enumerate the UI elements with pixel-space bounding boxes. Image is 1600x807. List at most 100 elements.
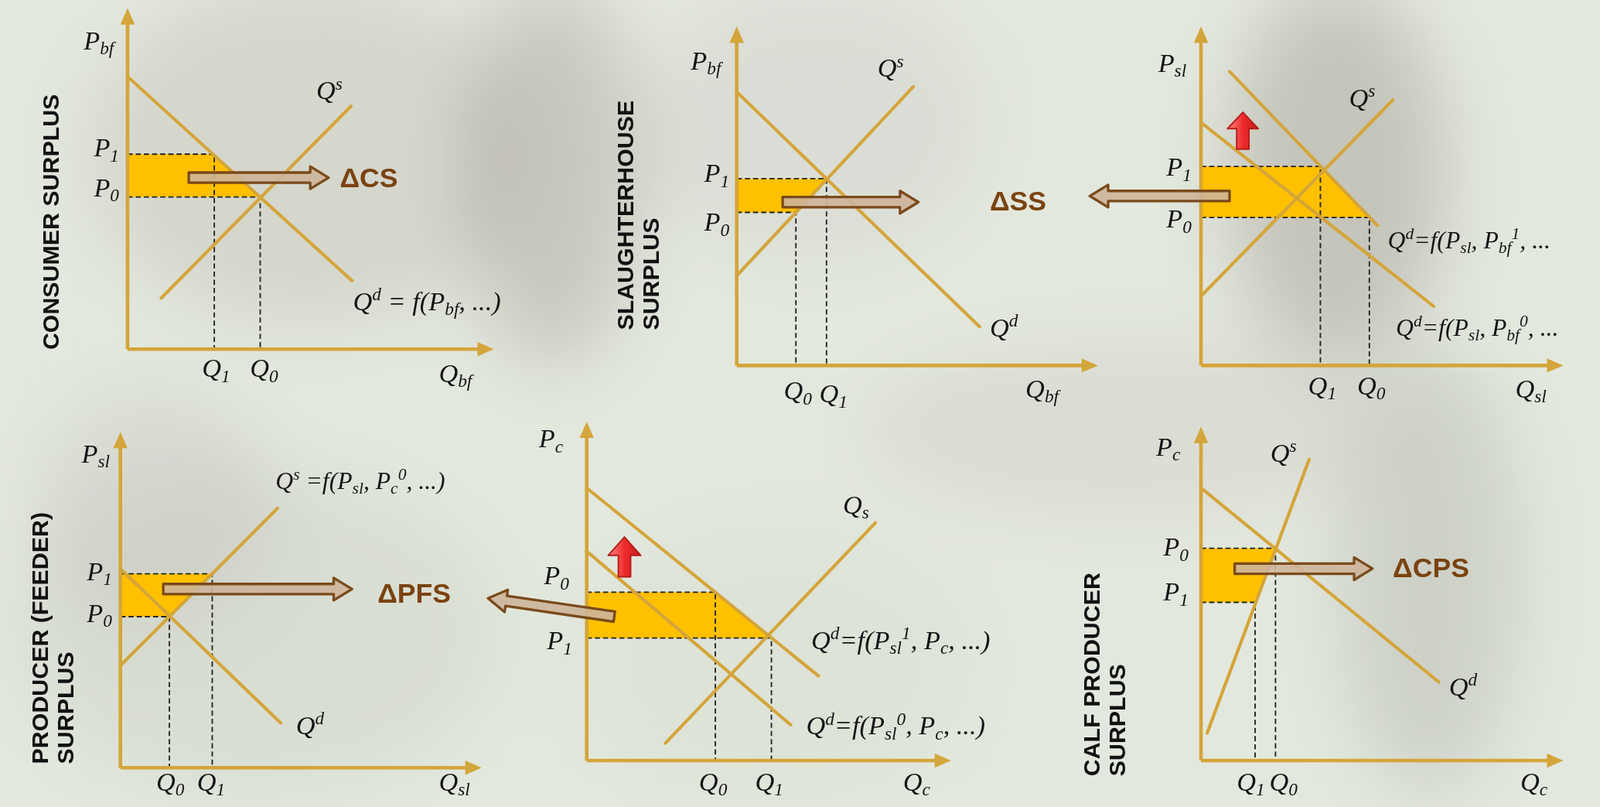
axis-label: Pc	[1156, 433, 1181, 464]
delta-text: ΔSS	[989, 186, 1047, 218]
axis-label: Q0	[1269, 768, 1297, 799]
label-part: =f(P	[839, 624, 890, 655]
label-part: 0	[269, 365, 279, 386]
change-arrow	[188, 166, 329, 189]
supply-demand-line	[127, 76, 352, 281]
axis-label: Qd	[989, 311, 1018, 342]
supply-demand-line	[586, 551, 792, 725]
label-part: bf	[706, 57, 721, 79]
label-part: Q	[1308, 370, 1328, 400]
label-part: Q	[156, 766, 176, 796]
axis-label: Q1	[1236, 768, 1265, 799]
label-part: P	[93, 172, 110, 202]
change-arrow	[486, 586, 616, 628]
label-part: 1	[102, 568, 113, 589]
label-part: 1	[1511, 223, 1521, 243]
label-part: Q	[842, 490, 863, 520]
label-part: Q	[438, 766, 458, 796]
label-part: sl	[352, 477, 364, 498]
label-part: P	[1158, 47, 1175, 78]
label-part: c	[1539, 778, 1548, 799]
label-part: Q	[1269, 766, 1289, 796]
axis-arrowhead	[1194, 426, 1208, 444]
label-part: 1	[1255, 778, 1266, 799]
label-part: 0	[1288, 778, 1298, 799]
label-part: 0	[1519, 311, 1529, 331]
axis-label: Qd=f(Psl, Pbf0, ...	[1395, 313, 1559, 344]
axis-label: P1	[86, 558, 113, 589]
change-arrow	[163, 577, 352, 601]
label-part: Q	[1357, 370, 1377, 400]
shift-arrow	[1227, 112, 1259, 150]
axis-label: Q0	[699, 768, 727, 799]
shift-arrow	[607, 536, 641, 577]
label-part: =f(P	[305, 467, 352, 494]
label-part: 1	[1179, 589, 1189, 610]
axis-label: Qc	[1520, 768, 1548, 799]
axis-label: Q1	[819, 380, 848, 411]
title-text: SLAUGHTERHOUSE SURPLUS	[611, 99, 665, 330]
label-part: Q	[819, 378, 840, 409]
axis-arrowhead	[1546, 753, 1563, 768]
label-part: c	[922, 778, 931, 799]
label-part: P	[81, 439, 99, 469]
label-part: bf	[1498, 237, 1512, 257]
label-part: Q	[1388, 226, 1406, 253]
delta-text: ΔCS	[339, 162, 398, 194]
label-part: P	[1166, 204, 1183, 234]
dashed-guide	[120, 153, 1370, 768]
label-part: s	[1289, 435, 1297, 456]
label-part: , ...	[1528, 313, 1560, 341]
label-part: 0	[109, 184, 120, 205]
label-part: P	[1156, 431, 1173, 461]
label-part: bf	[457, 370, 472, 391]
label-part: Q	[1270, 438, 1290, 468]
label-part: , P	[905, 710, 935, 741]
axis-label: Q1	[197, 768, 226, 799]
label-part: P	[86, 597, 103, 628]
label-part: Q	[249, 353, 270, 383]
label-part: sl	[1174, 60, 1188, 81]
label-part: d	[1467, 668, 1478, 690]
change-arrow	[1234, 556, 1373, 580]
axis	[736, 40, 1085, 366]
label-part: d	[830, 622, 840, 643]
label-part: 1	[719, 170, 730, 192]
axis-arrowhead	[1546, 358, 1563, 372]
axis-arrowhead	[120, 8, 135, 25]
label-part: bf	[99, 37, 114, 58]
label-part: 0	[559, 572, 570, 593]
axis-label: Pc	[539, 425, 563, 456]
axis-arrowhead	[579, 421, 594, 438]
label-part: = f(P	[388, 286, 446, 316]
axis-label: Pbf	[83, 27, 114, 58]
photo-blur	[30, 388, 277, 634]
label-part: =f(P	[1422, 313, 1469, 341]
axis-label: Qd=f(Psl1, Pc, ...)	[811, 624, 991, 658]
delta-label: ΔCS	[339, 164, 398, 193]
label-part: Q	[1348, 82, 1369, 113]
dashed-guide	[120, 573, 213, 768]
change-arrow	[163, 166, 1373, 628]
label-part: 1	[838, 391, 848, 412]
label-part: sl	[98, 450, 111, 471]
label-part: c	[934, 723, 943, 744]
label-part: , ...	[1519, 226, 1551, 253]
label-part: Q	[783, 375, 803, 406]
axis-label: P0	[703, 209, 730, 240]
delta-text: ΔCPS	[1392, 552, 1470, 584]
label-part: , P	[910, 624, 941, 655]
label-part: s	[293, 463, 300, 484]
label-part: sl	[1460, 237, 1471, 257]
label-part: c	[940, 637, 949, 658]
change-arrow	[782, 191, 918, 214]
axis-label: Qc	[903, 768, 931, 799]
axis-label: Qbf	[1025, 375, 1059, 406]
label-part: P	[1166, 152, 1183, 182]
label-part: sl	[1468, 324, 1480, 345]
label-part: P	[1163, 576, 1180, 607]
label-part: bf	[1044, 385, 1059, 406]
change-arrow	[1089, 184, 1230, 208]
axis-label: Q1	[754, 768, 783, 799]
